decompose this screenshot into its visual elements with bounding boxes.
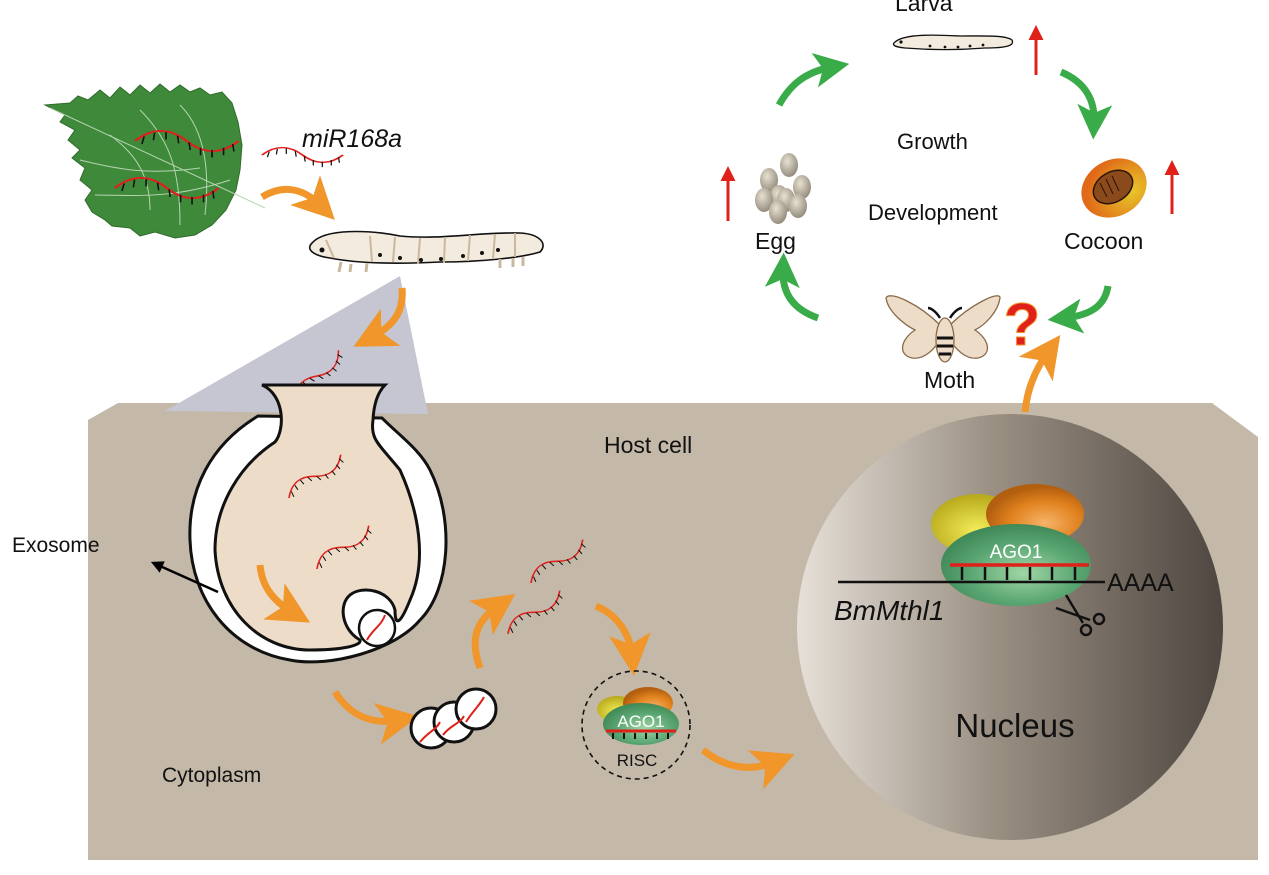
exosome-pointer-icon — [150, 561, 219, 594]
growth-label: Growth — [897, 129, 968, 154]
cytoplasm-label: Cytoplasm — [162, 764, 261, 787]
stage-label-moth: Moth — [924, 367, 975, 393]
arrow-into-cell-icon — [353, 287, 406, 347]
arrow-leaf-to-larva-icon — [260, 175, 335, 220]
polya-label: AAAA — [1107, 569, 1174, 597]
arrow-to-risc-icon — [594, 602, 651, 676]
target-gene-label: BmMthl1 — [834, 595, 944, 626]
risc-complex: AGO1 RISC — [581, 670, 691, 780]
small-larva-icon — [892, 34, 1014, 51]
silkworm-larva-icon — [308, 230, 544, 273]
stage-label-egg: Egg — [755, 228, 796, 254]
nucleus-label: Nucleus — [955, 707, 1074, 744]
stage-label-cocoon: Cocoon — [1064, 228, 1143, 254]
exosome-label: Exosome — [12, 534, 100, 557]
scissors-icon — [1055, 594, 1106, 637]
moth-icon — [885, 295, 1001, 363]
risc-label: RISC — [617, 751, 658, 770]
host-cell-label: Host cell — [604, 432, 692, 458]
question-mark-icon: ? — [1004, 291, 1041, 358]
arrow-uptake-icon — [468, 594, 516, 670]
stage-label-larva: Larva — [895, 0, 953, 16]
exosome-vesicles-icon — [409, 687, 498, 750]
nucleus — [797, 414, 1223, 840]
cycle-arrow-egg-to-larva-icon — [775, 52, 850, 107]
cycle-arrow-cocoon-to-moth-icon — [1047, 285, 1112, 334]
egg-cluster-icon — [755, 153, 811, 224]
development-label: Development — [868, 200, 998, 225]
arrow-to-phenotype-icon — [1018, 334, 1061, 413]
arrow-mvb-internal-icon — [256, 564, 311, 623]
cocoon-icon — [1081, 158, 1147, 218]
ago1-large-label: AGO1 — [990, 542, 1043, 563]
mulberry-leaf-icon — [43, 83, 266, 239]
cycle-arrow-larva-to-cocoon-icon — [1059, 68, 1113, 140]
ago1-complex: AGO1 — [931, 484, 1091, 606]
ago1-small-label: AGO1 — [617, 712, 664, 731]
arrow-release-icon — [332, 690, 419, 745]
mirna-label: miR168a — [302, 125, 402, 153]
cycle-arrow-moth-to-egg-icon — [764, 252, 820, 322]
arrow-to-nucleus-icon — [700, 747, 795, 790]
